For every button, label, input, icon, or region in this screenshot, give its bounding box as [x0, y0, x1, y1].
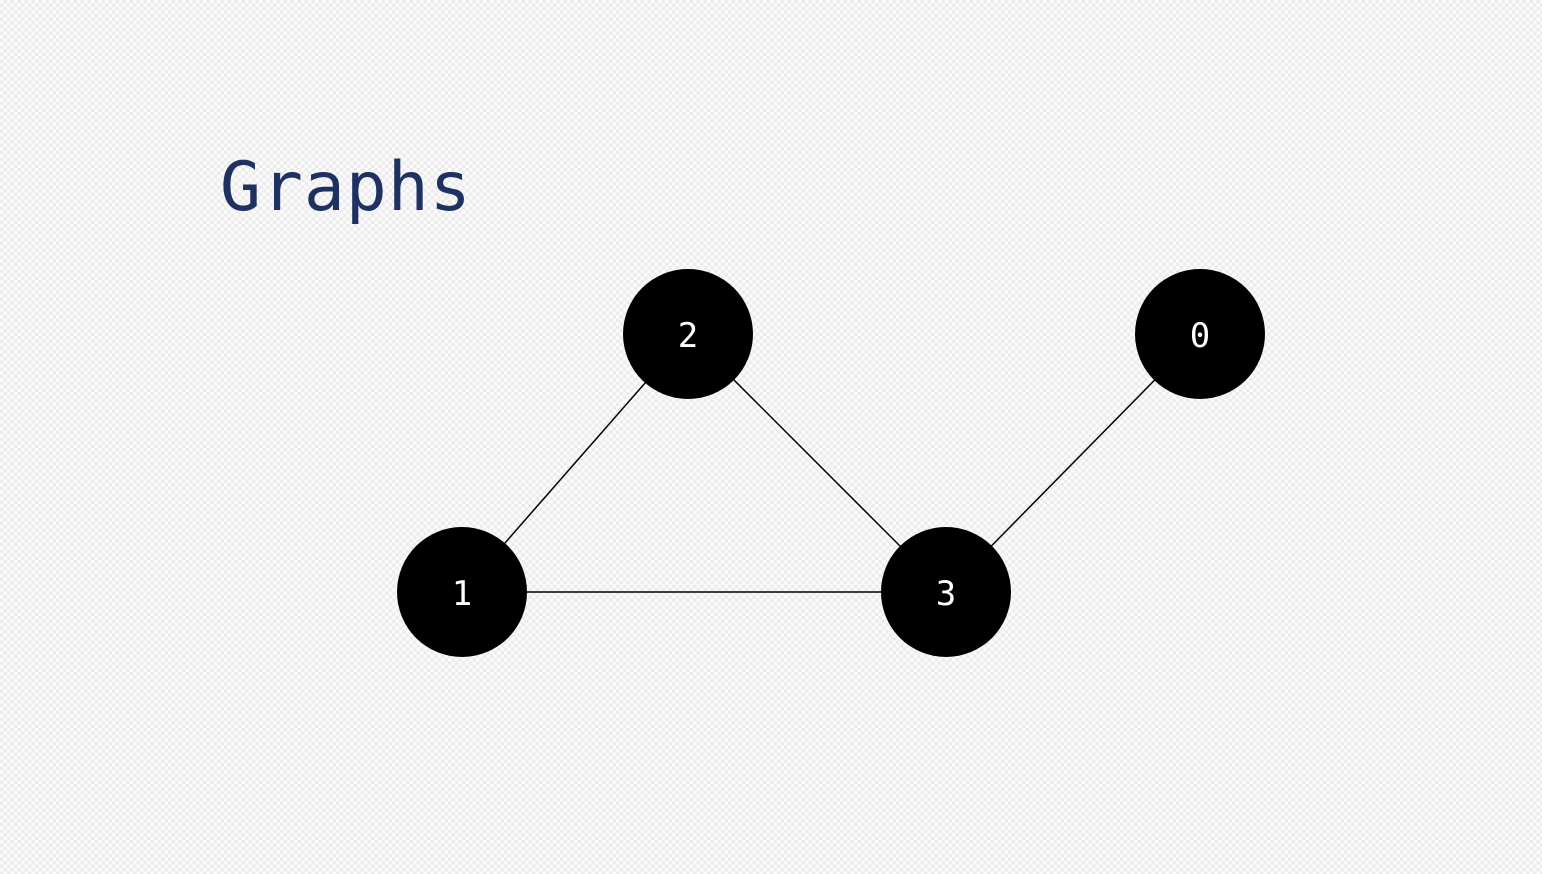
graph-node-2: 2 [623, 269, 753, 399]
graph-node-1: 1 [397, 527, 527, 657]
graph-node-circle [397, 527, 527, 657]
graph-node-3: 3 [881, 527, 1011, 657]
graph-node-circle [1135, 269, 1265, 399]
graph-node-label: 3 [936, 574, 956, 614]
graph-node-label: 2 [678, 316, 698, 356]
graph-node-circle [881, 527, 1011, 657]
graph-node-0: 0 [1135, 269, 1265, 399]
graph-node-label: 0 [1190, 316, 1210, 356]
graph-node-circle [623, 269, 753, 399]
graph-node-label: 1 [452, 574, 472, 614]
graph-edges [461, 333, 1201, 593]
page-title: Graphs [220, 147, 472, 227]
